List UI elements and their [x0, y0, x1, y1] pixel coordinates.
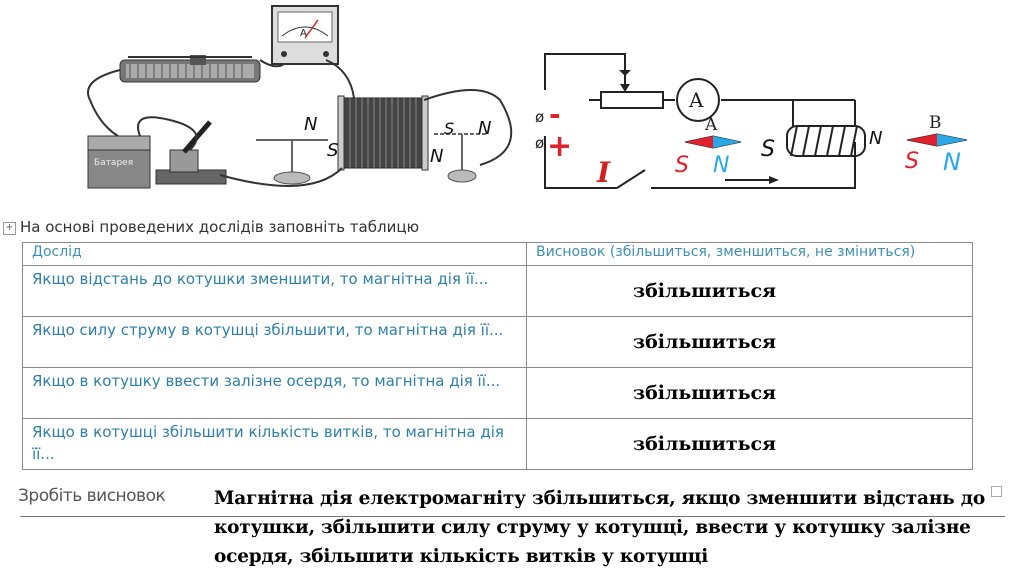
compass-left [256, 139, 328, 185]
row-result[interactable]: збільшиться [526, 367, 973, 419]
hand-label-n-right: N [478, 118, 491, 139]
compass-a: A [684, 115, 742, 149]
compass-b: B [906, 113, 968, 147]
table-row: Якщо в котушку ввести залізне осердя, то… [22, 367, 973, 419]
hand-label-n-top: N [304, 114, 317, 135]
schematic-ammeter [676, 78, 720, 122]
hand-n-b: N [943, 148, 961, 176]
row-condition: Якщо силу струму в котушці збільшити, то… [22, 316, 527, 368]
hand-n-coil: N [869, 128, 882, 149]
minus-sign: - [549, 98, 561, 131]
hand-label-n-lower: N [430, 146, 443, 167]
rheostat [119, 55, 261, 83]
knife-switch [155, 120, 227, 185]
table-header-row: Дослід Висновок (збільшиться, зменшиться… [22, 242, 973, 266]
header-conclusion: Висновок (збільшиться, зменшиться, не зм… [526, 242, 973, 266]
compass-right [434, 133, 488, 183]
wires [87, 59, 513, 187]
ammeter: A [271, 5, 339, 65]
hand-label-s-right: S [444, 119, 454, 138]
ammeter-letter: A [300, 28, 307, 39]
hand-s-a: S [675, 153, 689, 178]
table-row: Якщо силу струму в котушці збільшити, то… [22, 316, 973, 368]
results-table: Дослід Висновок (збільшиться, зменшиться… [22, 242, 973, 470]
row-condition: Якщо в котушку ввести залізне осердя, то… [22, 367, 527, 419]
row-result[interactable]: збільшиться [526, 316, 973, 368]
schematic-coil [786, 125, 866, 157]
circuit-wires [544, 53, 856, 189]
circuit-schematic: A ø - ø + I A B S N S N S N [535, 53, 968, 189]
table-row: Якщо в котушці збільшити кількість виткі… [22, 418, 973, 470]
resize-handle-icon[interactable] [991, 486, 1002, 497]
row-condition: Якщо відстань до котушки зменшити, то ма… [22, 265, 527, 317]
battery-label: Батарея [94, 158, 133, 168]
coil [337, 95, 429, 171]
row-result[interactable]: збільшиться [526, 265, 973, 317]
compass-a-label: A [704, 115, 718, 135]
terminal-plus-symbol: ø [535, 134, 544, 152]
battery: Батарея [87, 135, 151, 189]
row-result[interactable]: збільшиться [526, 418, 973, 470]
compass-b-label: B [929, 113, 942, 133]
table-move-handle-icon[interactable]: + [3, 222, 16, 235]
apparatus-illustration: A Батарея [87, 5, 513, 189]
conclusion-label: Зробіть висновок [18, 486, 166, 506]
row-condition: Якщо в котушці збільшити кількість виткі… [22, 418, 527, 470]
hand-s-coil: S [761, 137, 775, 162]
header-experiment: Дослід [22, 242, 527, 266]
hand-s-b: S [905, 149, 919, 174]
plus-sign: + [547, 129, 572, 164]
terminal-minus-symbol: ø [535, 108, 544, 126]
table-row: Якщо відстань до котушки зменшити, то ма… [22, 265, 973, 317]
instruction-text: На основі проведених дослідів заповніть … [20, 218, 420, 236]
hand-n-a: N [713, 153, 729, 178]
current-symbol: I [596, 156, 611, 189]
hand-label-s-left: S [327, 140, 338, 161]
schematic-ammeter-letter: A [688, 88, 704, 112]
schematic-rheostat [600, 91, 664, 109]
conclusion-underline [20, 516, 1005, 517]
conclusion-text[interactable]: Магнітна дія електромагніту збільшиться,… [214, 488, 986, 567]
